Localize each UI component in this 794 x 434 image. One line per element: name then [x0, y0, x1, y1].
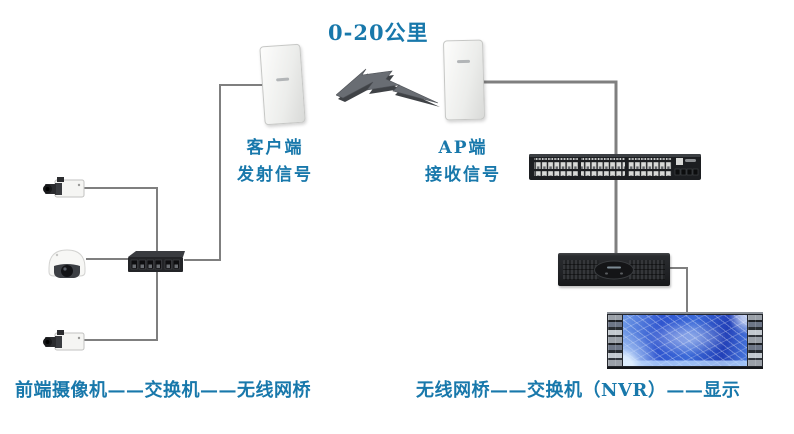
camera-thumbnails-strip	[608, 315, 622, 366]
nvr-icon	[558, 253, 670, 286]
connection-line	[668, 267, 688, 313]
connection-line	[480, 80, 618, 154]
client-bridge-label: 客户端 发射信号	[205, 135, 345, 189]
client-label-line1: 客户端	[246, 138, 304, 158]
brand-logo	[607, 266, 621, 268]
nvr-button	[605, 272, 608, 274]
connection-line	[184, 84, 264, 261]
caption-back-end-chain: 无线网桥——交换机（NVR）——显示	[416, 380, 741, 401]
ap-label-line2: 接收信号	[425, 165, 501, 185]
ap-label-line1: AP端	[438, 138, 488, 158]
dome-camera-icon	[48, 249, 86, 278]
nvr-vent	[563, 260, 599, 280]
camera-thumbnails-strip	[748, 315, 762, 366]
video-wall-display-icon	[607, 312, 763, 369]
map-screen	[623, 315, 747, 366]
nvr-front-badge	[594, 260, 634, 279]
brand-logo	[456, 59, 471, 63]
distance-label: 0-20公里	[328, 20, 429, 45]
small-switch-icon	[128, 251, 185, 272]
client-label-line2: 发射信号	[237, 165, 313, 185]
ap-bridge-device	[442, 39, 486, 121]
box-camera-bottom-icon	[43, 330, 85, 351]
connection-line	[84, 271, 158, 341]
brand-logo	[275, 77, 289, 82]
ap-bridge-label: AP端 接收信号	[393, 135, 533, 189]
wireless-signal-icon	[336, 68, 440, 107]
connection-line	[80, 187, 158, 252]
nvr-button	[620, 272, 623, 274]
caption-front-end-chain: 前端摄像机——交换机——无线网桥	[15, 380, 311, 401]
core-switch-icon	[529, 154, 701, 180]
nvr-vent	[629, 260, 665, 280]
box-camera-top-icon	[43, 177, 85, 198]
client-bridge-device	[259, 43, 306, 126]
